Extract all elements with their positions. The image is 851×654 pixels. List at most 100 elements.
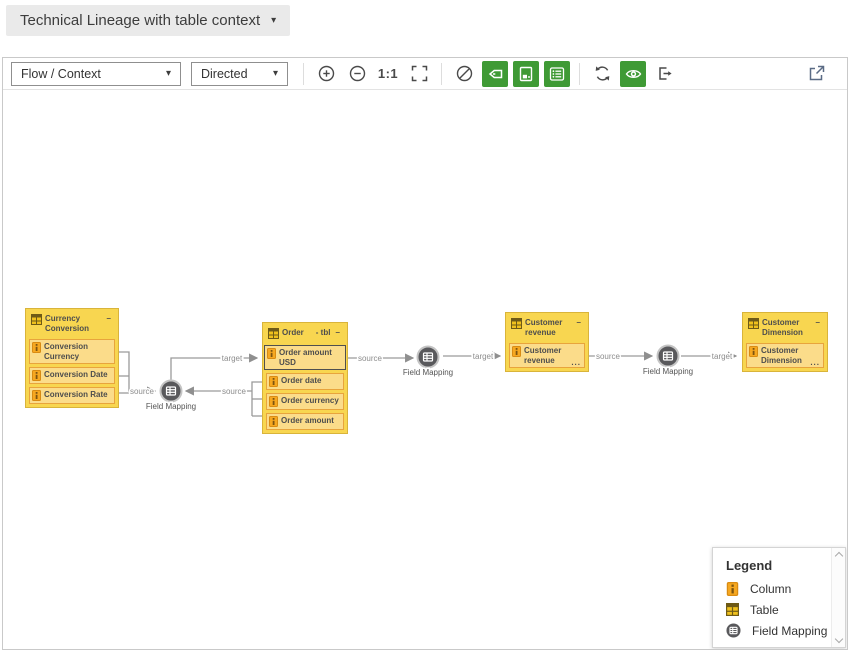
column-name: Conversion Date [44,370,108,379]
column-name: Order amount USD [279,348,332,367]
scroll-up-icon[interactable] [834,551,844,561]
column-icon [726,581,739,596]
column-icon [267,348,276,359]
column-node[interactable]: Conversion Date [29,367,115,384]
legend-item-label: Table [750,602,779,617]
column-icon [269,416,278,427]
edge-lines [119,351,738,417]
field-mapping-node[interactable] [656,344,680,368]
table-node[interactable]: Customer Dimension – Customer Dimension … [742,312,828,372]
table-name: Customer Dimension [762,318,803,337]
collapse-table-button[interactable]: – [335,328,340,337]
field-mapping-labels: Field Mapping Field Mapping Field Mappin… [144,366,694,413]
legend-item-label: Field Mapping [752,623,828,638]
svg-text:target: target [712,352,733,361]
disable-overlay-button[interactable] [451,61,477,87]
column-node[interactable]: Conversion Currency [29,339,115,364]
lineage-toolbar: Flow / Context ▾ Directed ▾ 1:1 [3,58,847,90]
column-icon [32,342,41,353]
toggle-visibility-button[interactable] [620,60,646,87]
table-node[interactable]: Customer revenue – Customer revenue ... [505,312,589,372]
svg-text:source: source [222,387,247,396]
export-button[interactable] [651,61,677,87]
legend-panel: Legend Column Tabl [712,547,846,648]
field-mapping-node[interactable] [159,379,183,403]
legend-scrollbar[interactable] [831,548,845,647]
zoom-reset-label: 1:1 [377,66,399,81]
table-icon [726,603,739,616]
table-name: Order [282,328,304,337]
view-mode-select[interactable]: Flow / Context ▾ [11,61,181,86]
legend-title: Legend [726,558,773,573]
column-icon [512,346,521,357]
table-icon [511,318,522,329]
truncation-ellipsis: ... [810,357,820,367]
collapse-table-button[interactable]: – [106,314,111,323]
circle-slash-icon [456,65,472,82]
export-icon [658,67,672,80]
refresh-button[interactable] [589,61,615,87]
edge-labels: source target source source target sourc… [128,351,734,398]
table-name: Customer revenue [525,318,563,337]
field-mapping-icon [726,623,741,638]
lineage-canvas[interactable]: source target source source target sourc… [3,90,847,649]
column-name: Customer revenue [524,346,562,365]
zoom-out-button[interactable] [344,61,370,87]
refresh-icon [595,66,609,81]
column-icon [269,396,278,407]
list-icon [549,66,565,81]
column-node[interactable]: Order amount [266,413,344,430]
collapse-table-button[interactable]: – [815,318,820,327]
toolbar-divider [441,62,442,85]
external-link-icon [809,65,824,81]
lineage-view-selector[interactable]: Technical Lineage with table context ▾ [6,5,291,36]
svg-text:Field Mapping: Field Mapping [643,367,693,376]
collapse-table-button[interactable]: – [576,318,581,327]
table-node[interactable]: Order - tbl – Order amount USD [262,322,348,434]
column-node[interactable]: Customer Dimension ... [746,343,824,368]
table-name-suffix: - tbl [315,328,331,337]
legend-item-label: Column [750,581,792,596]
zoom-in-icon [318,65,334,82]
column-node[interactable]: Customer revenue ... [509,343,585,368]
column-icon [32,390,41,401]
chevron-down-icon: ▾ [272,67,278,79]
column-name: Customer Dimension [761,346,802,365]
show-attribute-list-button[interactable] [544,60,570,87]
scroll-down-icon[interactable] [834,634,844,644]
show-edge-labels-button[interactable] [482,60,508,87]
svg-text:Field Mapping: Field Mapping [146,402,196,411]
eye-icon [625,69,641,78]
svg-text:target: target [473,352,494,361]
column-icon [32,370,41,381]
show-annotations-button[interactable] [513,60,539,87]
column-name: Order date [281,376,322,385]
column-name: Order currency [281,396,339,405]
column-node-selected[interactable]: Order amount USD [264,345,346,370]
chevron-down-icon: ▾ [271,14,277,26]
field-mapping-icon [662,351,674,361]
direction-select[interactable]: Directed ▾ [191,61,288,86]
direction-value: Directed [201,66,248,81]
column-node[interactable]: Order date [266,373,344,390]
zoom-reset-button[interactable]: 1:1 [375,61,401,87]
toolbar-divider [579,62,580,85]
fit-to-screen-button[interactable] [406,61,432,87]
field-mapping-node[interactable] [416,345,440,369]
open-in-new-window-button[interactable] [803,61,829,87]
column-name: Conversion Rate [44,390,108,399]
table-node[interactable]: Currency Conversion – Conversion Currenc… [25,308,119,408]
column-name: Conversion Currency [44,342,89,361]
chevron-down-icon: ▾ [165,67,171,79]
zoom-in-button[interactable] [313,61,339,87]
svg-text:Field Mapping: Field Mapping [403,368,453,377]
svg-text:target: target [222,354,243,363]
annotation-icon [519,66,533,81]
legend-item-column: Column [726,581,845,596]
column-node[interactable]: Order currency [266,393,344,410]
column-node[interactable]: Conversion Rate [29,387,115,404]
truncation-ellipsis: ... [571,357,581,367]
column-icon [749,346,758,357]
table-name: Currency Conversion [45,314,90,333]
field-mapping-icon [165,386,177,396]
